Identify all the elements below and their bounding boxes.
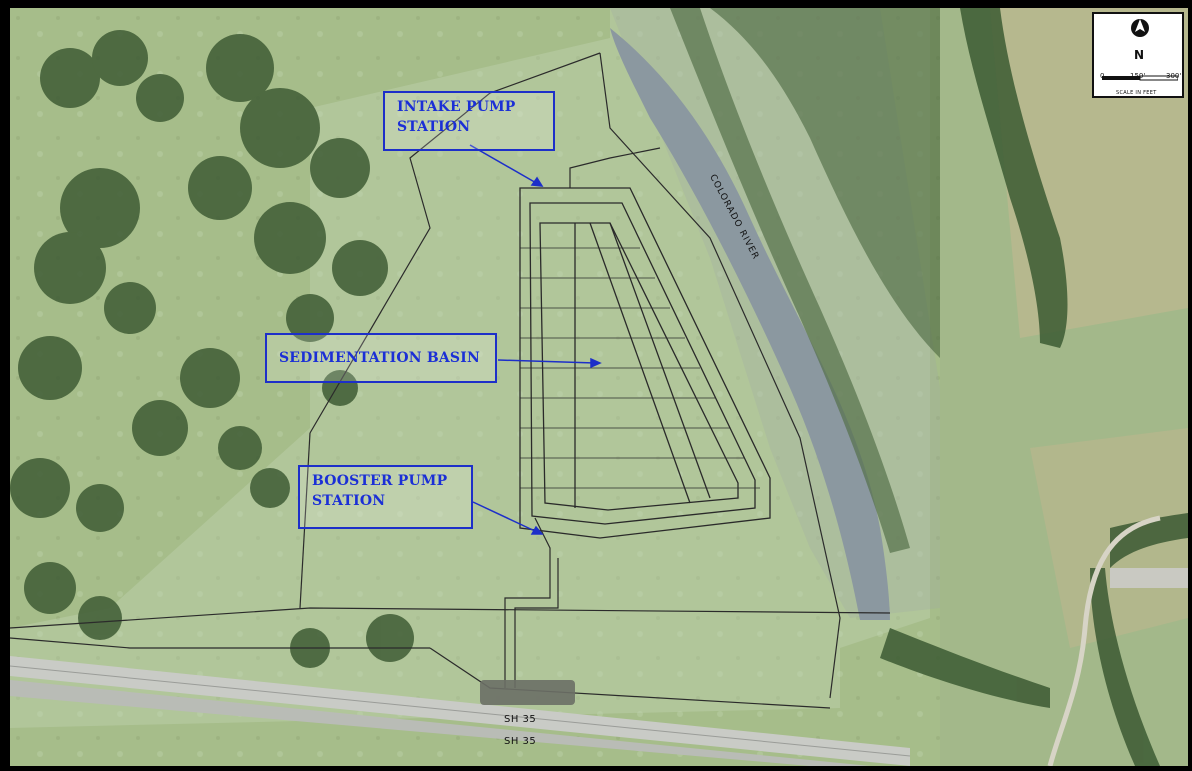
east-pad: [1110, 568, 1188, 588]
scale-caption: SCALE IN FEET: [1116, 90, 1157, 96]
north-arrow-icon: [1131, 19, 1149, 37]
north-woodland: [710, 8, 940, 358]
road-crossing-structure: [480, 680, 575, 705]
intake-label-line-1: INTAKE PUMP: [397, 99, 516, 115]
road-label-lower: SH 35: [504, 736, 537, 747]
sedimentation-basin-label: SEDIMENTATION BASIN: [265, 333, 497, 383]
intake-pump-station-label: INTAKE PUMP STATION: [383, 91, 555, 151]
scale-bar: [1102, 75, 1178, 81]
basin-cross-lines: [520, 247, 760, 489]
east-bank-trees: [670, 8, 910, 553]
intake-label-line-2: STATION: [397, 119, 471, 135]
booster-label-line-1: BOOSTER PUMP: [312, 473, 448, 489]
colorado-river: [610, 28, 890, 620]
north-label: N: [1134, 48, 1145, 62]
east-tree-strips: [880, 8, 1188, 766]
booster-pump-station-label: BOOSTER PUMP STATION: [298, 465, 473, 529]
pipelines: [504, 147, 661, 688]
west-tree-clusters: [10, 30, 414, 668]
road-label-upper: SH 35: [504, 714, 537, 725]
scale-tick-300: 300': [1166, 72, 1182, 80]
scale-tick-150: 150': [1130, 72, 1146, 80]
east-gravel-road: [1047, 515, 1161, 766]
southeast-field: [1030, 428, 1188, 648]
aerial-imagery: [10, 8, 1188, 766]
callout-arrows: [469, 144, 602, 535]
north-arrow-scale-box: N 0 150' 300' SCALE IN FEET: [1092, 12, 1184, 98]
aerial-site-map: INTAKE PUMP STATION SEDIMENTATION BASIN …: [10, 8, 1188, 766]
sedimentation-basin-outline: [519, 187, 771, 539]
sedimentation-label-text: SEDIMENTATION BASIN: [279, 350, 480, 366]
scale-tick-0: 0: [1100, 72, 1105, 80]
booster-label-line-2: STATION: [312, 493, 386, 509]
site-boundary: [10, 52, 891, 709]
highway-sh35: [10, 656, 911, 766]
